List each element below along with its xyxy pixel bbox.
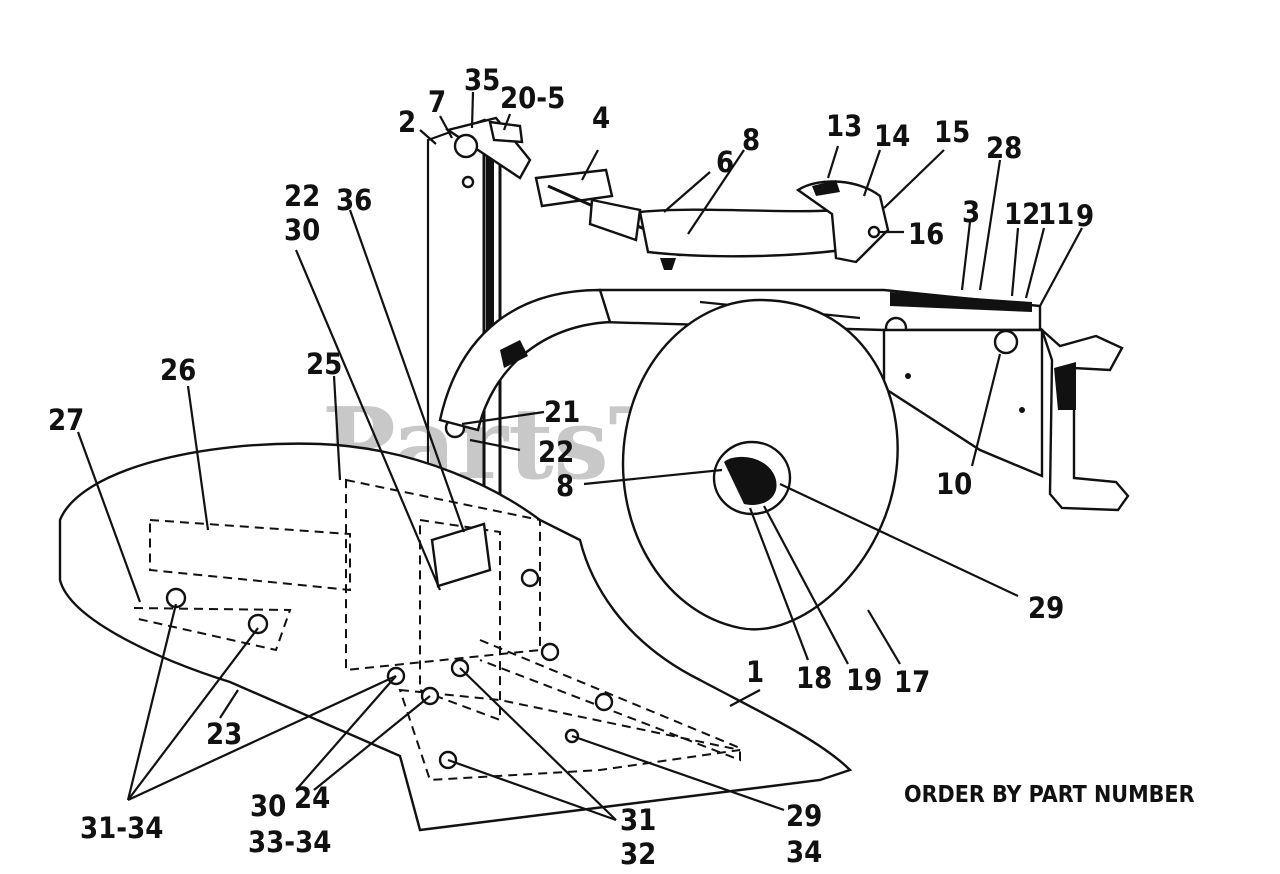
callout-2: 2 [398,105,416,139]
callout-13: 13 [826,109,862,143]
leader-lines [76,91,1083,822]
callout-26: 26 [160,353,196,387]
callout-labels: 35 7 20-5 2 4 6 8 13 14 15 28 16 3 12 11… [48,63,1094,871]
callout-17: 17 [894,665,930,699]
coulter-disc [621,298,899,631]
callout-30-bot: 30 [250,789,286,823]
callout-29-bot: 29 [786,799,822,833]
callout-19: 19 [846,663,882,697]
callout-33-34: 33-34 [248,825,331,859]
plow-bottom [58,442,853,832]
callout-4: 4 [592,101,610,135]
callout-22-top: 22 [284,179,320,213]
callout-7: 7 [428,85,446,119]
callout-15: 15 [934,115,970,149]
callout-28: 28 [986,131,1022,165]
callout-8-hub: 8 [556,469,574,503]
callout-36: 36 [336,183,372,217]
callout-31: 31 [620,803,656,837]
callout-16: 16 [908,217,944,251]
callout-9: 9 [1076,199,1094,233]
callout-3: 3 [962,195,980,229]
callout-24: 24 [294,781,330,815]
curved-arm [638,180,904,264]
callout-6: 6 [716,145,734,179]
callout-11: 11 [1038,197,1074,231]
callout-1: 1 [746,655,764,689]
callout-12: 12 [1004,197,1040,231]
callout-31-34: 31-34 [80,811,163,845]
callout-32: 32 [620,837,656,871]
callout-35: 35 [464,63,500,97]
callout-27: 27 [48,403,84,437]
callout-8-top: 8 [742,123,760,157]
callout-22-mid: 22 [538,435,574,469]
callout-18: 18 [796,661,832,695]
callout-29-right: 29 [1028,591,1064,625]
callout-14: 14 [874,119,910,153]
callout-20-5: 20-5 [500,81,565,115]
callout-10: 10 [936,467,972,501]
callout-23: 23 [206,717,242,751]
order-note: ORDER BY PART NUMBER [904,782,1195,808]
callout-21: 21 [544,395,580,429]
callout-25: 25 [306,347,342,381]
callout-30-top: 30 [284,213,320,247]
callout-34: 34 [786,835,822,869]
